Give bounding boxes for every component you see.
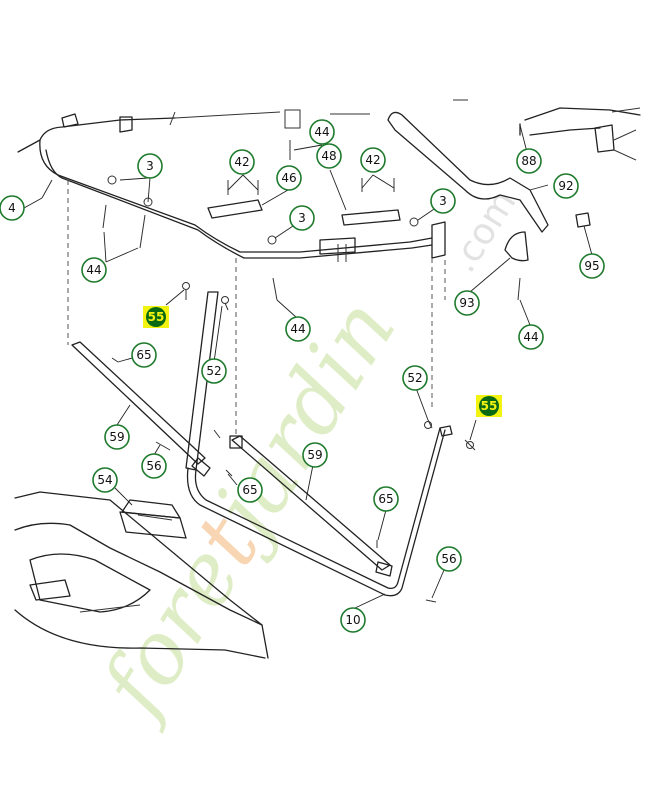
leader-lines [23, 124, 593, 609]
callout-3a-label: 3 [146, 159, 154, 173]
callout-42b: 42 [360, 147, 386, 173]
grass-bag [14, 491, 269, 659]
upper-frame [17, 109, 446, 262]
callout-4: 4 [0, 195, 25, 221]
callout-56b: 56 [436, 546, 462, 572]
callout-65b-label: 65 [242, 483, 257, 497]
svg-text:foretjardin: foretjardin [80, 282, 416, 736]
callout-3b: 3 [289, 205, 315, 231]
callout-92: 92 [553, 173, 579, 199]
callout-44b: 44 [309, 119, 335, 145]
callouts: 4 3 3 3 44 44 44 44 42 42 46 48 88 92 95… [0, 119, 605, 633]
callout-46: 46 [276, 165, 302, 191]
callout-65c-label: 65 [378, 492, 393, 506]
middle-rod [229, 435, 393, 577]
callout-59b-label: 59 [307, 448, 322, 462]
callout-65a-label: 65 [136, 348, 151, 362]
callout-52a: 52 [201, 358, 227, 384]
callout-92-label: 92 [558, 179, 573, 193]
callout-3c-label: 3 [439, 194, 447, 208]
callout-59a: 59 [104, 424, 130, 450]
callout-65b: 65 [237, 477, 263, 503]
callout-46-label: 46 [281, 171, 296, 185]
callout-44a-label: 44 [86, 263, 101, 277]
watermark: foretjardin [80, 282, 416, 736]
callout-48-label: 48 [321, 149, 336, 163]
callout-93-label: 93 [459, 296, 474, 310]
callout-3b-label: 3 [298, 211, 306, 225]
callout-52b: 52 [402, 365, 428, 391]
callout-42b-label: 42 [365, 153, 380, 167]
center-bar [185, 291, 453, 597]
callout-44a: 44 [81, 257, 107, 283]
small-hardware [41, 140, 591, 603]
left-rod [71, 341, 211, 477]
callout-95-label: 95 [584, 259, 599, 273]
callout-59a-label: 59 [109, 430, 124, 444]
construction-lines [67, 180, 446, 435]
right-handle-bracket [387, 99, 641, 233]
callout-52a-label: 52 [206, 364, 221, 378]
callout-54-label: 54 [97, 473, 112, 487]
highlight-55a[interactable]: 55 [143, 306, 169, 328]
callout-59b: 59 [302, 442, 328, 468]
callout-56a: 56 [141, 453, 167, 479]
callout-56b-label: 56 [441, 552, 456, 566]
callout-95: 95 [579, 253, 605, 279]
callout-42a-label: 42 [234, 155, 249, 169]
callout-48: 48 [316, 143, 342, 169]
highlight-55b[interactable]: 55 [476, 395, 502, 417]
callout-44d-label: 44 [523, 330, 538, 344]
callout-44c-label: 44 [290, 322, 305, 336]
callout-56a-label: 56 [146, 459, 161, 473]
callout-3a: 3 [137, 153, 163, 179]
callout-3c: 3 [430, 188, 456, 214]
callout-88: 88 [516, 148, 542, 174]
callout-10: 10 [340, 607, 366, 633]
callout-10-label: 10 [345, 613, 360, 627]
callout-4-label: 4 [8, 201, 16, 215]
callout-88-label: 88 [521, 154, 536, 168]
callout-44b-label: 44 [314, 125, 329, 139]
highlight-55a-label: 55 [148, 310, 165, 324]
callout-54: 54 [92, 467, 118, 493]
callout-93: 93 [454, 290, 480, 316]
callout-44c: 44 [285, 316, 311, 342]
highlight-55b-label: 55 [481, 399, 498, 413]
callout-42a: 42 [229, 149, 255, 175]
callout-52b-label: 52 [407, 371, 422, 385]
callout-44d: 44 [518, 324, 544, 350]
callout-65c: 65 [373, 486, 399, 512]
callout-65a: 65 [131, 342, 157, 368]
highlighted-callouts: 55 55 [143, 306, 502, 417]
